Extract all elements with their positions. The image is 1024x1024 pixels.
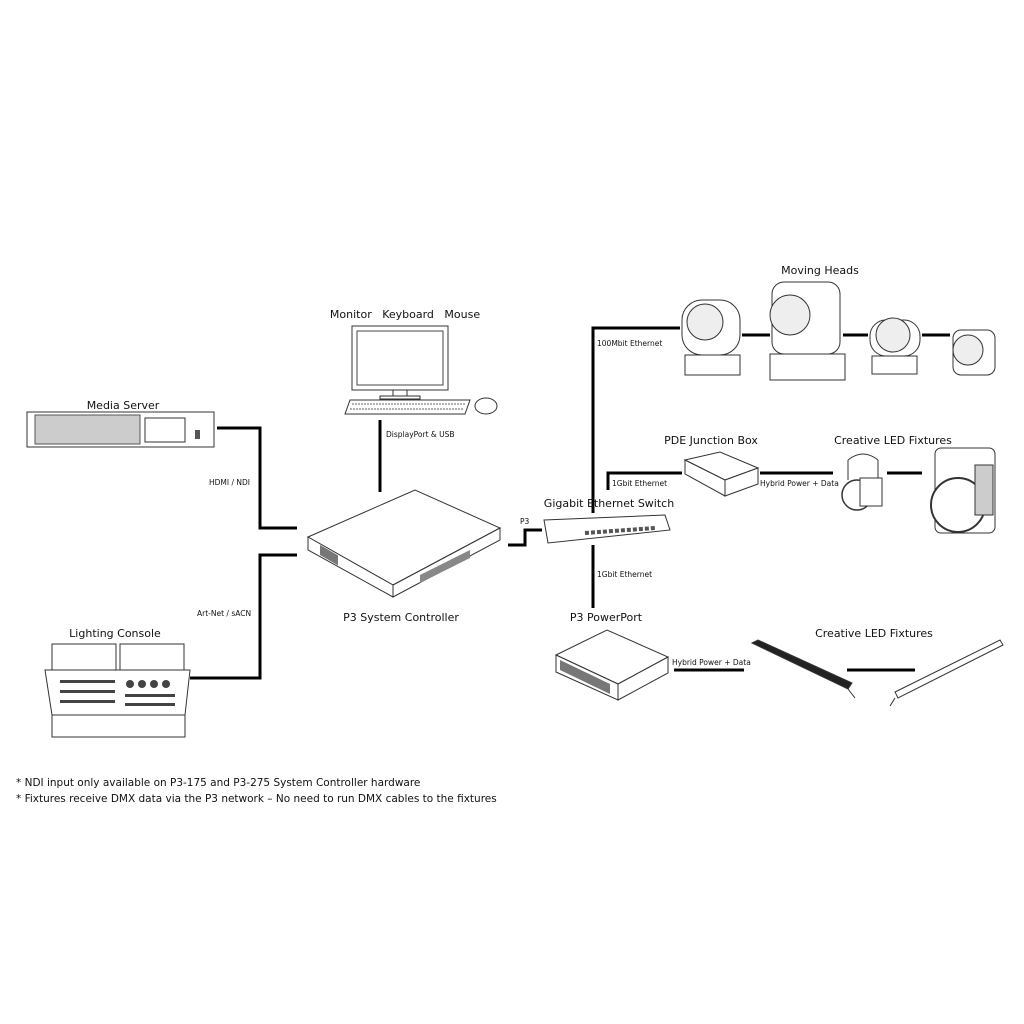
gigabit-ethernet-switch-device xyxy=(543,514,671,544)
switch-label: Gigabit Ethernet Switch xyxy=(543,497,675,510)
displayport-label: DisplayPort & USB xyxy=(386,430,455,439)
pde-junction-box-device xyxy=(683,451,760,497)
hdmi-label: HDMI / NDI xyxy=(209,478,250,487)
creative-led-fixtures-top xyxy=(841,447,996,534)
gbit-powerport-label: 1Gbit Ethernet xyxy=(597,570,653,579)
p3-system-controller-device xyxy=(306,489,502,598)
wire-artnet xyxy=(190,553,297,680)
wire-p3 xyxy=(508,528,542,547)
wire-hdmi xyxy=(217,426,297,530)
hybrid-bottom-label: Hybrid Power + Data xyxy=(672,658,751,667)
artnet-label: Art-Net / sACN xyxy=(197,609,252,618)
connection-wires xyxy=(190,326,950,680)
media-server-label: Media Server xyxy=(86,399,160,412)
hybrid-top-label: Hybrid Power + Data xyxy=(760,479,839,488)
moving-heads-devices xyxy=(681,281,996,381)
system-controller-label: P3 System Controller xyxy=(343,611,459,624)
lighting-console-device xyxy=(44,643,191,738)
p3-label: P3 xyxy=(520,517,530,526)
media-server-device xyxy=(26,411,215,448)
junction-box-label: PDE Junction Box xyxy=(664,434,758,447)
gbit-pde-label: 1Gbit Ethernet xyxy=(612,479,668,488)
footnote-ndi: * NDI input only available on P3-175 and… xyxy=(16,777,421,789)
moving-heads-label: Moving Heads xyxy=(781,264,859,277)
led-fixtures-bottom-label: Creative LED Fixtures xyxy=(815,627,933,640)
wire-100mbit xyxy=(591,326,680,513)
footnote-dmx: * Fixtures receive DMX data via the P3 n… xyxy=(16,793,497,805)
powerport-label: P3 PowerPort xyxy=(569,611,643,624)
led-fixtures-top-label: Creative LED Fixtures xyxy=(834,434,952,447)
monitor-keyboard-mouse-device xyxy=(344,325,498,415)
lighting-console-label: Lighting Console xyxy=(69,627,161,640)
mbit100-label: 100Mbit Ethernet xyxy=(597,339,663,348)
wire-gbit-pde xyxy=(606,471,682,490)
p3-powerport-device xyxy=(554,629,670,701)
creative-led-fixtures-bottom xyxy=(750,639,1004,707)
peripherals-label: Monitor Keyboard Mouse xyxy=(329,308,481,321)
